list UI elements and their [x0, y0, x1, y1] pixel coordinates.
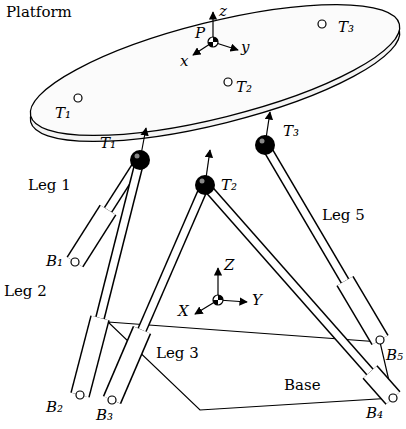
spherical-joints — [130, 135, 275, 195]
part-label: Z — [224, 256, 234, 274]
part-label: z — [219, 2, 227, 20]
leg-cylinders — [75, 210, 393, 400]
platform-plate — [19, 0, 406, 163]
platform-frame — [193, 12, 238, 55]
part-label: X — [178, 302, 189, 320]
base-frame — [195, 268, 247, 314]
part-label: Leg 5 — [322, 206, 365, 224]
part-label: x — [180, 52, 188, 70]
part-label: B₃ — [96, 406, 113, 424]
part-label: Base — [284, 376, 321, 394]
part-label: Leg 1 — [28, 176, 71, 194]
part-label: T₂ — [221, 176, 237, 194]
part-label: T₂ — [236, 78, 252, 96]
part-label: T₁ — [100, 134, 116, 152]
part-label: T₁ — [55, 104, 71, 122]
platform-joint-marks — [74, 20, 326, 102]
base-plane — [108, 322, 393, 410]
joint-arrows — [140, 112, 270, 185]
part-label: B₂ — [46, 398, 63, 416]
part-label: P — [195, 24, 205, 42]
base-hinges — [71, 258, 397, 404]
part-label: y — [241, 38, 249, 56]
part-label: Leg 2 — [4, 282, 47, 300]
part-label: Platform — [6, 3, 72, 21]
part-label: T₃ — [338, 18, 354, 36]
part-label: Y — [252, 291, 262, 309]
part-label: Leg 3 — [156, 344, 199, 362]
part-label: T₃ — [283, 122, 299, 140]
part-label: B₅ — [386, 346, 403, 364]
part-label: B₁ — [46, 252, 63, 270]
part-label: B₄ — [366, 404, 383, 422]
